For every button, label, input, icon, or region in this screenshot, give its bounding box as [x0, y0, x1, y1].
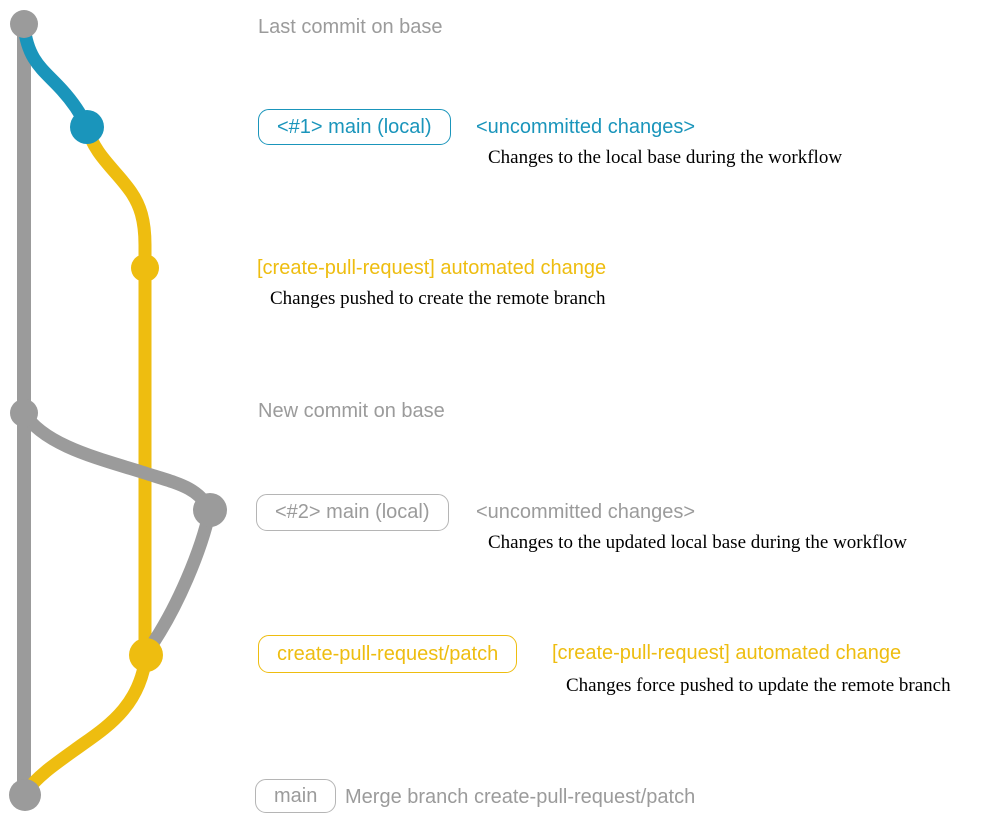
commit-message-push-2: [create-pull-request] automated change — [552, 642, 902, 664]
commit-dot-remote-2 — [129, 638, 163, 672]
description-commit-1: Changes to the local base during the wor… — [488, 147, 843, 168]
local-branch-line — [17, 19, 94, 134]
commit-dot-merge — [9, 779, 41, 811]
note-new-commit-on-base: New commit on base — [258, 400, 445, 422]
branch-badge-create-pull-request-patch: create-pull-request/patch — [258, 635, 518, 673]
note-last-commit-on-base: Last commit on base — [258, 16, 443, 38]
commit-message-push-1: [create-pull-request] automated change — [257, 257, 607, 279]
commit-dot-local-1 — [70, 110, 104, 144]
commit-graph — [9, 10, 227, 811]
commit-dot-base-top — [10, 10, 38, 38]
branch-badge-main-local-1: <#1> main (local) — [258, 109, 451, 145]
merge-line — [19, 648, 153, 799]
updated-local-branch-line — [17, 406, 217, 517]
description-commit-2: Changes to the updated local base during… — [488, 532, 907, 553]
force-push-line — [140, 503, 217, 659]
branch-badge-main: main — [255, 779, 337, 813]
commit-dot-remote-1 — [131, 254, 159, 282]
status-uncommitted-changes-2: <uncommitted changes> — [476, 501, 696, 523]
status-uncommitted-changes-1: <uncommitted changes> — [476, 116, 696, 138]
commit-dot-local-2 — [193, 493, 227, 527]
branch-badge-main-local-2: <#2> main (local) — [256, 494, 449, 531]
commit-message-merge: Merge branch create-pull-request/patch — [345, 786, 696, 808]
commit-dot-base-new — [10, 399, 38, 427]
description-push-1: Changes pushed to create the remote bran… — [270, 288, 606, 309]
remote-branch-line — [80, 120, 152, 664]
description-push-2: Changes force pushed to update the remot… — [566, 675, 951, 696]
